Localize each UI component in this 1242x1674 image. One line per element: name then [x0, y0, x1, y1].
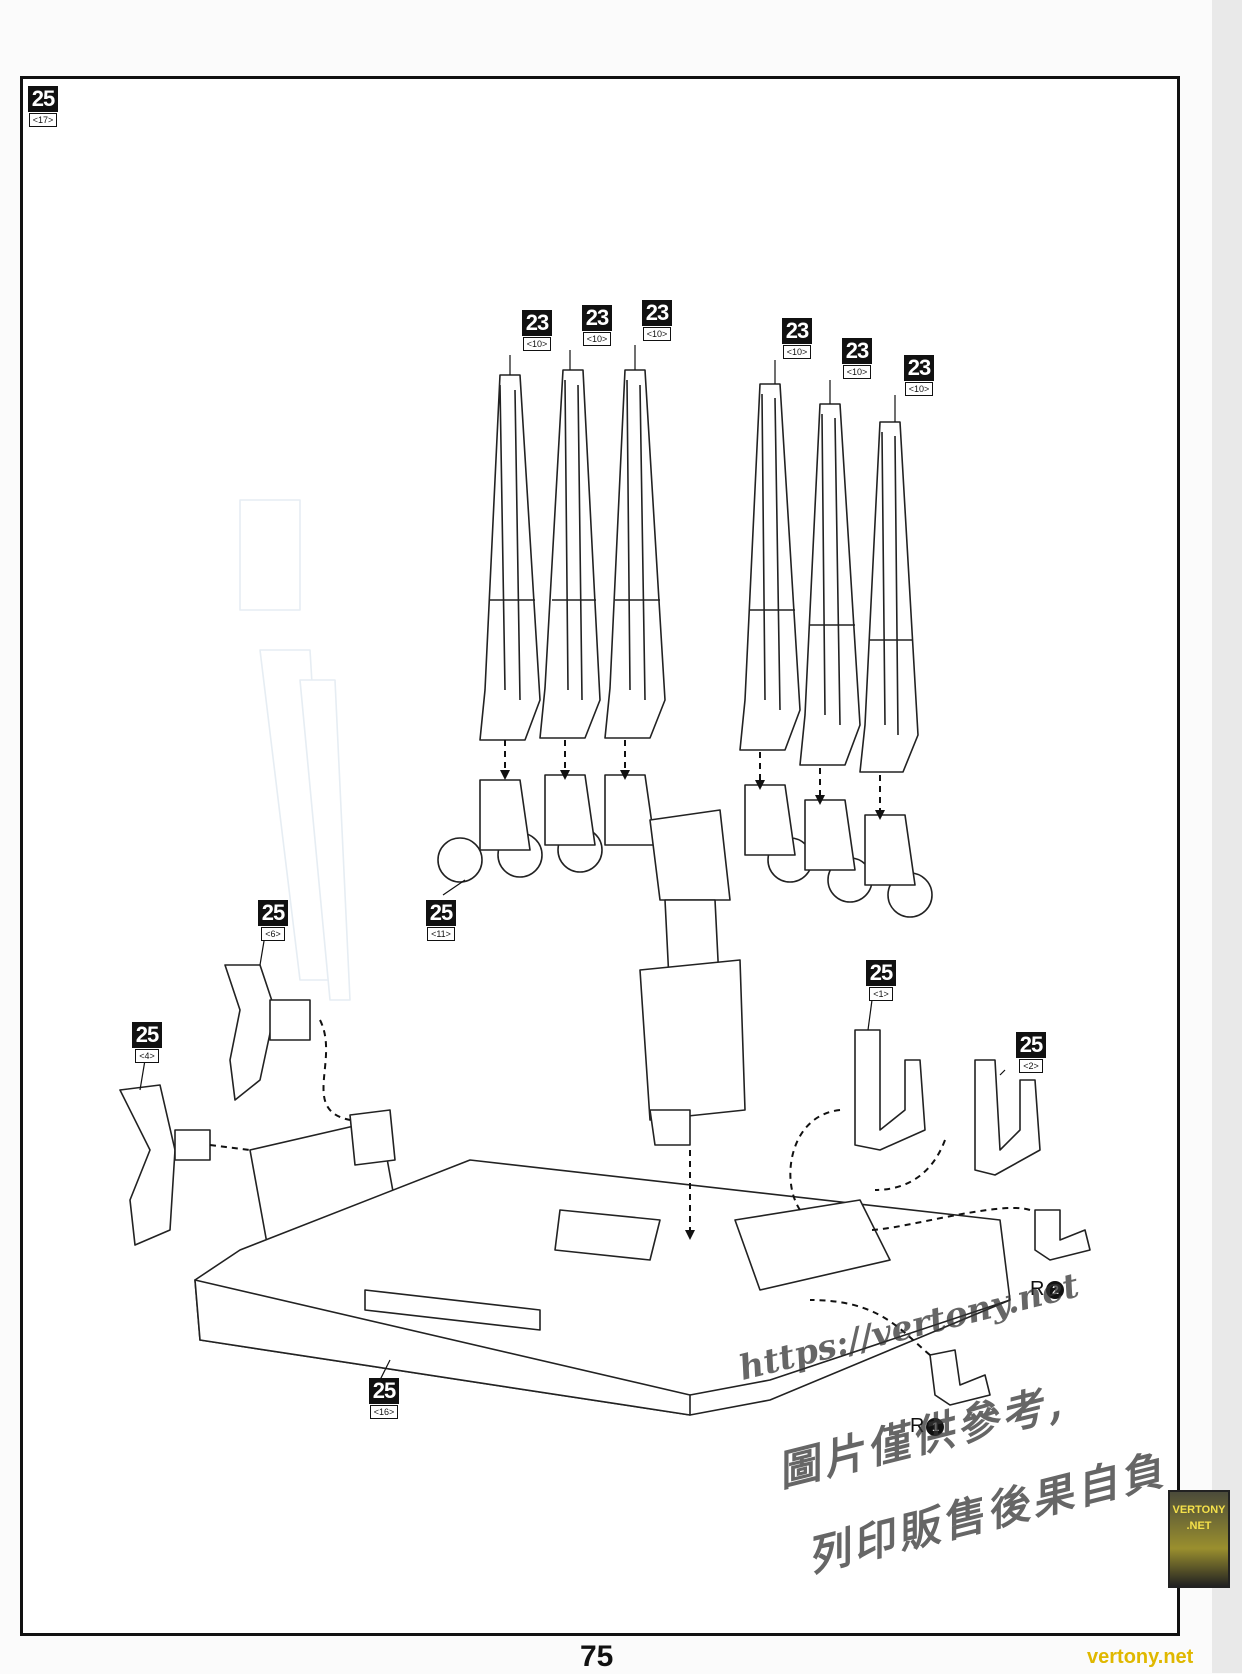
part-tag-number: 25 [132, 1022, 162, 1048]
page-number: 75 [580, 1640, 614, 1673]
part-tag-sub: <11> [427, 927, 455, 941]
ghost-background-print [239, 499, 351, 1001]
display-base-plate [194, 1159, 1011, 1416]
left-clamp-upper [224, 964, 311, 1101]
fin-part-5 [799, 403, 861, 766]
page-edge-shadow [1212, 0, 1242, 1673]
part-tag-hub: 25 <11> [422, 900, 460, 941]
fin-part-6 [859, 421, 919, 773]
vertony-badge: VERTONY .NET [1168, 1490, 1230, 1588]
callout-number: 1 [926, 1417, 945, 1436]
part-tag-fin-3: 23 <10> [638, 300, 676, 341]
r1-hook-part [929, 1349, 991, 1406]
fin-part-3 [604, 369, 666, 739]
part-tag-number: 23 [904, 355, 934, 381]
fin-hub-assembly [437, 774, 933, 1146]
part-tag-number: 25 [369, 1378, 399, 1404]
assembly-arrows [209, 740, 1031, 1356]
part-tag-sub: <10> [522, 337, 552, 351]
part-tag-number: 23 [522, 310, 552, 336]
left-clamp-lower [119, 1084, 211, 1246]
part-tag-sub: <1> [869, 987, 893, 1001]
part-tag-sub: <10> [642, 327, 672, 341]
footer-url: vertony.net [1087, 1646, 1194, 1668]
part-tag-number: 25 [1016, 1032, 1046, 1058]
r2-hook-part [1034, 1209, 1091, 1261]
arrow-heads [500, 770, 885, 1240]
right-clamp-upper [854, 1029, 926, 1151]
right-clamp-lower [974, 1059, 1041, 1176]
part-tag-left-upper: 25 <6> [254, 900, 292, 941]
fin-part-4 [739, 383, 801, 751]
part-tag-fin-1: 23 <10> [518, 310, 556, 351]
part-tag-sub: <10> [782, 345, 812, 359]
part-tag-sub: <6> [261, 927, 285, 941]
part-tag-base: 25 <16> [365, 1378, 403, 1419]
part-tag-sub: <4> [135, 1049, 159, 1063]
callout-number: 2 [1046, 1280, 1065, 1299]
callout-letter: R [910, 1415, 925, 1437]
badge-line-1: VERTONY [1172, 1504, 1226, 1516]
part-tag-number: 25 [258, 900, 288, 926]
part-tag-sub: <10> [842, 365, 872, 379]
step-number-tag: 25 <17> [24, 86, 62, 127]
callout-r2: R 2 [1030, 1278, 1065, 1301]
callout-r1: R 1 [910, 1415, 945, 1438]
part-tag-sub: <10> [582, 332, 612, 346]
part-tag-right-lower: 25 <2> [1012, 1032, 1050, 1073]
part-tag-number: 25 [866, 960, 896, 986]
part-tag-number: 23 [842, 338, 872, 364]
part-tag-sub: <10> [904, 382, 934, 396]
tag-leader-lines [139, 345, 1006, 1381]
fin-part-1 [479, 374, 541, 741]
part-tag-number: 23 [782, 318, 812, 344]
step-sub: <17> [28, 113, 58, 127]
fin-part-2 [539, 369, 601, 739]
part-tag-number: 23 [582, 305, 612, 331]
part-tag-left-lower: 25 <4> [128, 1022, 166, 1063]
part-tag-fin-5: 23 <10> [838, 338, 876, 379]
step-number: 25 [28, 86, 58, 112]
part-tag-number: 25 [426, 900, 456, 926]
part-tag-right-upper: 25 <1> [862, 960, 900, 1001]
part-tag-fin-4: 23 <10> [778, 318, 816, 359]
badge-line-2: .NET [1186, 1520, 1212, 1532]
callout-letter: R [1030, 1278, 1045, 1300]
part-tag-number: 23 [642, 300, 672, 326]
part-tag-fin-6: 23 <10> [900, 355, 938, 396]
part-tag-fin-2: 23 <10> [578, 305, 616, 346]
part-tag-sub: <2> [1019, 1059, 1043, 1073]
part-tag-sub: <16> [369, 1405, 399, 1419]
